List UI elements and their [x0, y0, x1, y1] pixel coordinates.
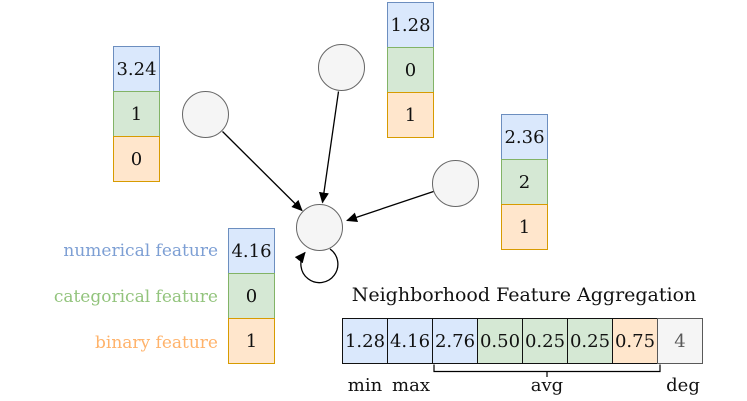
max-label: max — [392, 375, 430, 396]
numerical-feature-cell: 4.16 — [228, 228, 275, 274]
edge-right-to-center — [346, 190, 434, 223]
aggregation-cell-avg-binary: 0.75 — [612, 318, 658, 364]
aggregation-cell-avg-cat1: 0.25 — [522, 318, 568, 364]
feature-vector-top-left: 3.24 1 0 — [113, 46, 160, 182]
feature-vector-center: 4.16 0 1 — [228, 228, 275, 364]
aggregation-cell-min: 1.28 — [342, 318, 388, 364]
numerical-feature-cell: 3.24 — [113, 46, 160, 92]
deg-label: deg — [666, 375, 700, 396]
aggregation-row: 1.28 4.16 2.76 0.50 0.25 0.25 0.75 4 — [342, 318, 703, 364]
binary-feature-cell: 1 — [501, 204, 548, 250]
avg-label: avg — [530, 375, 564, 396]
categorical-feature-cell: 1 — [113, 91, 160, 137]
aggregation-title: Neighborhood Feature Aggregation — [351, 284, 697, 306]
edge-left-to-center — [222, 131, 303, 212]
aggregation-cell-degree: 4 — [657, 318, 703, 364]
graph-node-left — [182, 91, 229, 138]
feature-vector-top-middle: 1.28 0 1 — [387, 2, 434, 138]
categorical-feature-cell: 2 — [501, 159, 548, 205]
numerical-feature-cell: 1.28 — [387, 2, 434, 48]
self-loop-edge — [294, 248, 339, 284]
categorical-feature-label: categorical feature — [53, 287, 218, 307]
binary-feature-cell: 1 — [228, 318, 275, 364]
numerical-feature-cell: 2.36 — [501, 114, 548, 160]
binary-feature-cell: 0 — [113, 136, 160, 182]
graph-node-top — [318, 44, 365, 91]
categorical-feature-cell: 0 — [228, 273, 275, 319]
min-label: min — [347, 375, 383, 396]
categorical-feature-cell: 0 — [387, 47, 434, 93]
binary-feature-label: binary feature — [95, 333, 218, 353]
graph-node-center — [296, 204, 343, 251]
aggregation-cell-max: 4.16 — [387, 318, 433, 364]
avg-brace — [433, 364, 661, 373]
edge-top-to-center — [318, 91, 340, 204]
aggregation-cell-avg-cat2: 0.25 — [567, 318, 613, 364]
binary-feature-cell: 1 — [387, 92, 434, 138]
aggregation-cell-avg-cat0: 0.50 — [477, 318, 523, 364]
aggregation-cell-avg-numerical: 2.76 — [432, 318, 478, 364]
numerical-feature-label: numerical feature — [63, 241, 218, 261]
graph-node-right — [432, 160, 479, 207]
feature-vector-right: 2.36 2 1 — [501, 114, 548, 250]
